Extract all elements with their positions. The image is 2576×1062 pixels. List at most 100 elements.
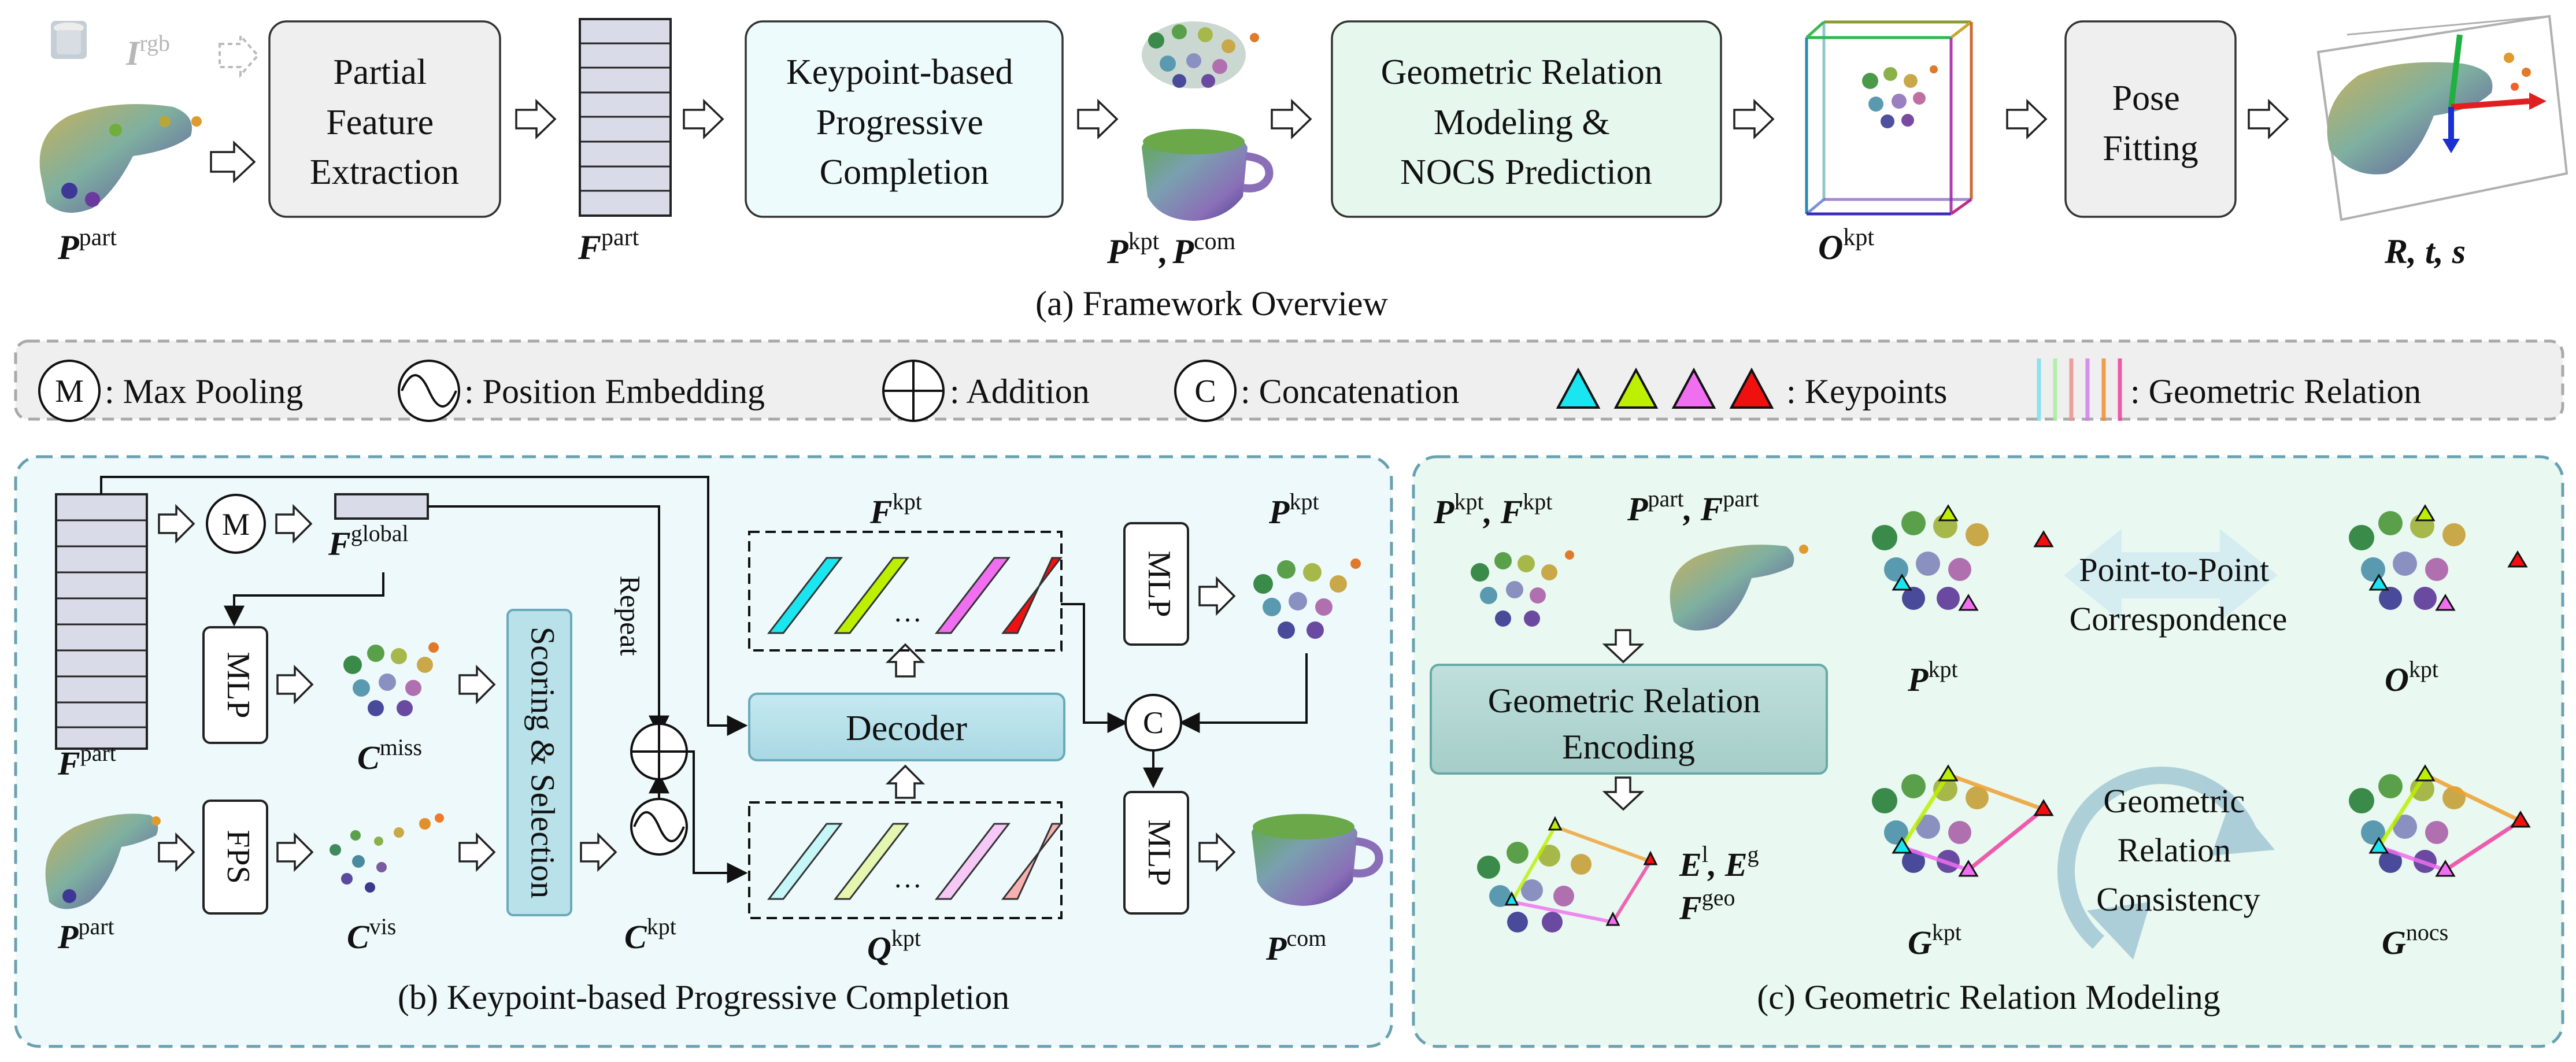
f-kpt-group xyxy=(748,531,1063,652)
mlp-2-label: MLP xyxy=(1141,550,1177,617)
box-partial-feature-extraction xyxy=(268,20,501,218)
mlp-block-3 xyxy=(1123,791,1189,915)
block-arrows-top xyxy=(210,98,2289,184)
mlp-block-2 xyxy=(1123,522,1189,646)
label-c-o-kpt: Okpt xyxy=(2385,656,2438,698)
c-miss-points xyxy=(343,642,439,716)
legend-concat-label: : Concatenation xyxy=(1241,372,1459,410)
panel-c: Pkpt, Fkpt Ppart, Fpart Geometric Relati… xyxy=(1412,455,2564,1048)
correspondence-arrow-icon xyxy=(2064,529,2278,621)
label-e-lg: El, Eg xyxy=(1679,841,1759,883)
g-nocs-cloud xyxy=(2349,764,2531,877)
legend-add-label: : Addition xyxy=(950,372,1090,410)
encoding-label: Geometric Relation Encoding xyxy=(1488,682,1770,766)
f-kpt-tokens xyxy=(767,557,1063,634)
feature-stack-f-part xyxy=(579,18,672,217)
q-kpt-group xyxy=(748,801,1063,919)
encoding-block xyxy=(1430,664,1828,775)
p-com-cup-b xyxy=(1252,814,1383,906)
mlp-block-1 xyxy=(202,626,268,744)
box-pose-fitting xyxy=(2064,20,2237,218)
block-arrow-icon xyxy=(515,98,557,140)
nocs-cube xyxy=(1805,20,1973,216)
geometric-relation-icon xyxy=(2037,358,2122,421)
concat-symbol: C xyxy=(1194,373,1216,409)
feature-stack-f-part-b xyxy=(55,493,148,750)
box-geometric-relation-modeling xyxy=(1331,20,1722,218)
box-grm-label: Geometric Relation Modeling & NOCS Predi… xyxy=(1381,53,1672,192)
p-kpt-cloud-c xyxy=(1872,504,2054,611)
label-c-p-kpt: Pkpt xyxy=(1907,656,1958,698)
label-f-part: Fpart xyxy=(578,224,639,267)
block-arrow-icon xyxy=(2248,98,2289,140)
max-pooling-icon xyxy=(38,360,101,422)
label-c-vis: Cvis xyxy=(347,913,396,956)
partial-point-cloud-b xyxy=(45,813,161,909)
rgb-image xyxy=(51,21,87,59)
repeat-label: Repeat xyxy=(615,576,647,656)
c-input-part-cloud xyxy=(1670,545,1808,631)
caption-c: (c) Geometric Relation Modeling xyxy=(1757,978,2220,1016)
completed-cup xyxy=(1142,129,1274,221)
label-f-global: Fglobal xyxy=(328,520,409,563)
c-vis-points xyxy=(330,813,444,893)
block-arrow-icon xyxy=(683,98,724,140)
block-arrow-icon xyxy=(1271,98,1312,140)
ellipsis-top: … xyxy=(893,595,922,628)
consistency-cycle-icon xyxy=(2057,767,2275,960)
block-arrow-icon xyxy=(1077,98,1119,140)
concat-node xyxy=(1124,694,1182,752)
label-b-p-com: Pcom xyxy=(1265,925,1326,967)
keypoints-icon xyxy=(1556,367,1774,409)
legend-keypoints-label: : Keypoints xyxy=(1786,372,1947,410)
scoring-label: Scoring & Selection xyxy=(524,627,562,898)
p-kpt-cloud-b xyxy=(1253,558,1361,639)
max-pooling-symbol: M xyxy=(55,373,84,409)
max-pooling-node xyxy=(206,494,266,554)
nocs-points xyxy=(1862,65,1938,128)
max-pooling-node-label: M xyxy=(222,507,250,542)
label-p-part: Ppart xyxy=(57,224,117,267)
caption-a: (a) Framework Overview xyxy=(1035,284,1388,323)
label-b-f-part: Fpart xyxy=(57,740,116,782)
partial-point-cloud xyxy=(39,104,202,213)
block-arrow-icon xyxy=(1733,98,1775,140)
c-input-kpt-cloud xyxy=(1471,550,1574,627)
keypoint-cloud xyxy=(1142,21,1259,88)
down-arrow-icon xyxy=(1602,629,1645,664)
consistency-label: Geometric Relation Consistency xyxy=(2096,782,2260,918)
mlp-1-label: MLP xyxy=(220,652,256,718)
caption-b: (b) Keypoint-based Progressive Completio… xyxy=(398,978,1009,1016)
legend: M : Max Pooling : Position Embedding : A… xyxy=(14,339,2564,422)
geo-relation-cloud xyxy=(1477,816,1658,933)
scoring-selection-block xyxy=(506,609,572,916)
decoder-label: Decoder xyxy=(846,709,967,748)
g-kpt-cloud xyxy=(1872,764,2054,877)
decoder-block xyxy=(748,693,1065,761)
concat-node-label: C xyxy=(1143,705,1164,740)
label-i-rgb: Irgb xyxy=(125,30,170,72)
label-f-geo: Fgeo xyxy=(1679,885,1735,927)
label-p-kpt-p-com: Pkpt,Pcom xyxy=(1106,228,1236,271)
block-arrows-b xyxy=(158,504,1236,872)
legend-max-label: : Max Pooling xyxy=(105,372,303,410)
label-c-miss: Cmiss xyxy=(357,734,422,776)
down-arrow-icon xyxy=(1602,776,1645,811)
box-pose-label: Pose Fitting xyxy=(2103,79,2198,168)
label-f-kpt: Fkpt xyxy=(869,489,922,531)
fps-label: FPS xyxy=(220,830,256,883)
label-rts: R, t, s xyxy=(2384,232,2466,271)
box-kpc-label: Keypoint-based Progressive Completion xyxy=(786,53,1022,192)
framework-overview: Irgb Ppart Partial Feature xyxy=(39,14,2568,323)
concatenation-icon xyxy=(1174,360,1237,422)
label-c-kpt: Ckpt xyxy=(624,913,676,956)
label-g-kpt: Gkpt xyxy=(1908,919,1961,961)
q-kpt-tokens xyxy=(767,823,1063,900)
fps-block xyxy=(202,800,268,915)
ellipsis-bottom: … xyxy=(893,861,922,894)
pose-result xyxy=(2316,14,2568,221)
correspondence-label: Point-to-Point Correspondence xyxy=(2070,551,2288,638)
dashed-arrow-icon xyxy=(219,32,260,79)
block-arrow-icon xyxy=(2006,98,2048,140)
